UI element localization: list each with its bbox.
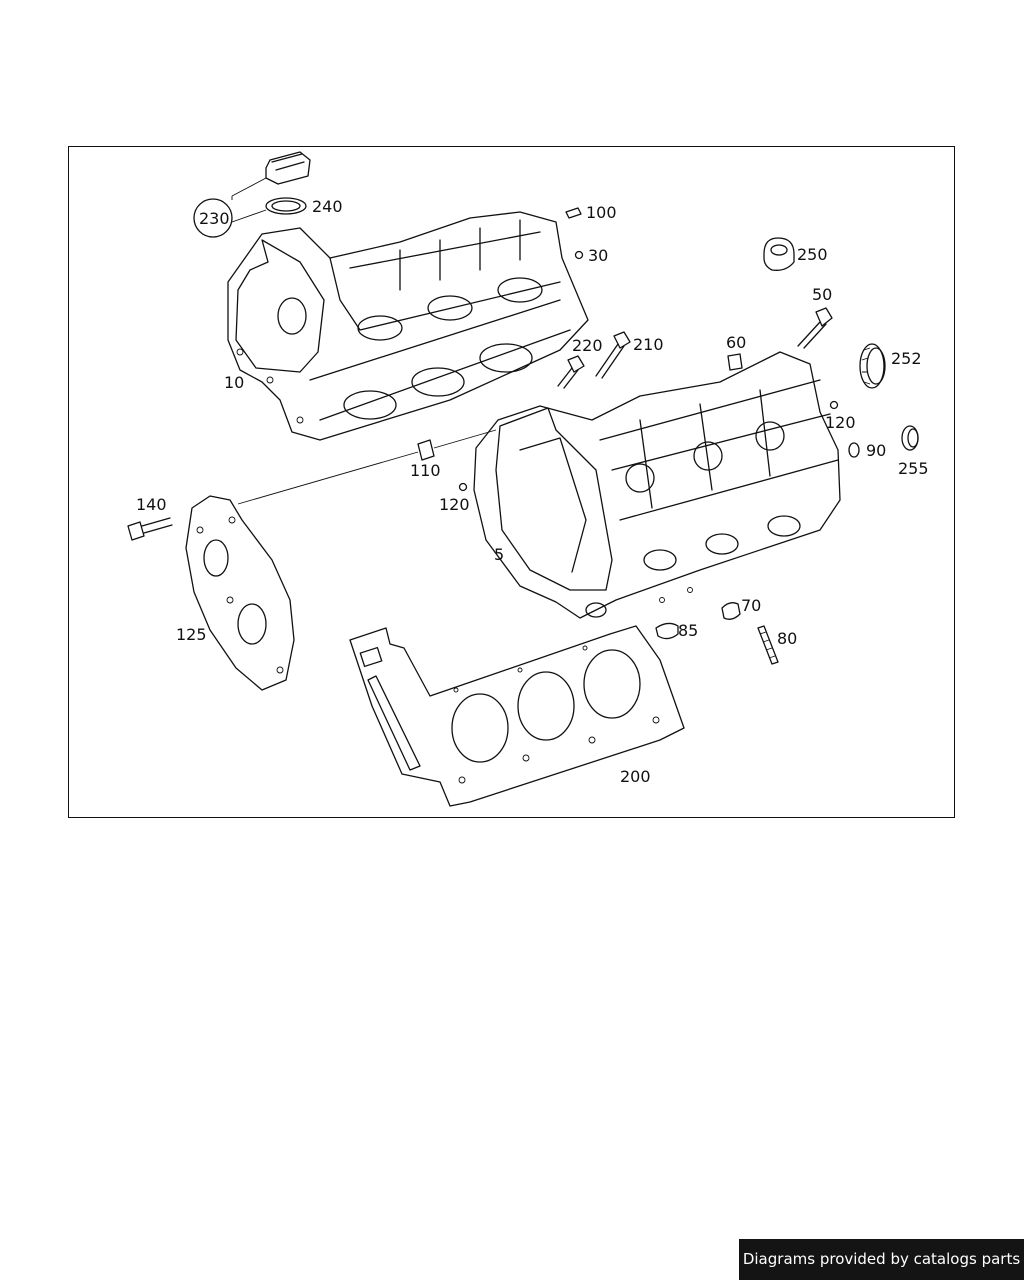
sleeve-110	[237, 429, 497, 505]
callout-252: 252	[891, 349, 922, 368]
callout-circle-230	[193, 198, 233, 238]
plug-120-left	[458, 482, 468, 492]
callout-250: 250	[797, 245, 828, 264]
callout-100: 100	[586, 203, 617, 222]
callout-70: 70	[741, 596, 761, 615]
bolt-210	[595, 331, 631, 379]
dowel-pin	[565, 207, 582, 219]
callout-5: 5	[494, 545, 504, 564]
bolt-220	[557, 355, 585, 389]
callout-120-right: 120	[825, 413, 856, 432]
callout-140: 140	[136, 495, 167, 514]
callout-120-left: 120	[439, 495, 470, 514]
cover-cap	[763, 237, 795, 271]
seal-ring	[231, 197, 307, 223]
callout-125: 125	[176, 625, 207, 644]
callout-210: 210	[633, 335, 664, 354]
bolt-140	[127, 517, 173, 541]
callout-200: 200	[620, 767, 651, 786]
bolt-50	[797, 307, 833, 349]
plug-30	[574, 250, 584, 260]
callout-110: 110	[410, 461, 441, 480]
stud-80	[757, 625, 779, 665]
callout-85: 85	[678, 621, 698, 640]
credit-banner: Diagrams provided by catalogs parts	[739, 1239, 1024, 1280]
callout-90: 90	[866, 441, 886, 460]
callout-10: 10	[224, 373, 244, 392]
callout-230: 230	[199, 209, 230, 228]
sleeve-85	[655, 622, 679, 640]
sleeve-90	[848, 442, 860, 458]
plug-120-right	[829, 400, 839, 410]
callout-255: 255	[898, 459, 929, 478]
callout-240: 240	[312, 197, 343, 216]
cover-plate	[185, 495, 295, 691]
cylinder-head-left	[227, 211, 589, 441]
callout-80: 80	[777, 629, 797, 648]
shaft-seal	[901, 425, 919, 451]
sprocket-ring	[859, 343, 886, 389]
callout-30: 30	[588, 246, 608, 265]
cylinder-head-right	[473, 351, 841, 619]
callout-220: 220	[572, 336, 603, 355]
callout-50: 50	[812, 285, 832, 304]
sleeve-70	[721, 602, 741, 620]
dowel-60	[727, 353, 743, 371]
oil-filler-cap	[231, 151, 311, 200]
head-gasket	[349, 625, 685, 807]
callout-60: 60	[726, 333, 746, 352]
